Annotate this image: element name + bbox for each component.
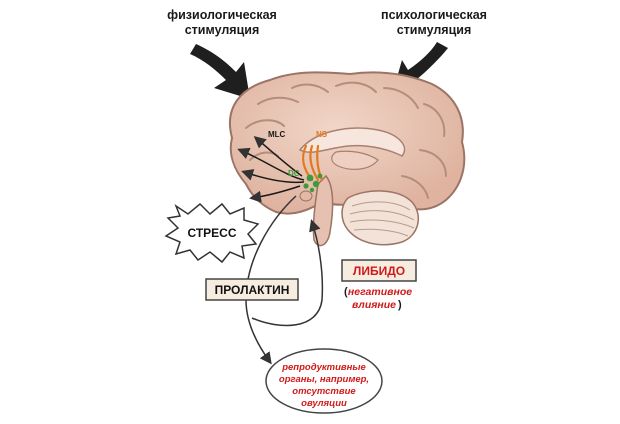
target-line4: овуляции: [301, 398, 347, 409]
target-line3: отсутствие: [292, 386, 356, 397]
corpus-callosum: [298, 127, 406, 157]
phys-arrow: [190, 44, 250, 99]
dc-neurons: [303, 173, 323, 193]
negative-line2: влияние: [352, 299, 396, 311]
brain-illustration: MLC NS DC: [229, 71, 466, 247]
feedback-curve: [251, 219, 324, 327]
pituitary: [299, 190, 313, 202]
target-ellipse: репродуктивные органы, например, отсутст…: [265, 348, 383, 414]
phys-stim-line1: физиологическая: [167, 8, 277, 22]
cerebellum: [341, 190, 420, 246]
libido-box: ЛИБИДО: [341, 259, 417, 282]
phys-stim-line2: стимуляция: [185, 23, 260, 37]
target-line2: органы, например,: [279, 374, 369, 385]
stress-burst: СТРЕСС: [164, 202, 260, 264]
psych-stim-line1: психологическая: [381, 8, 487, 22]
prolactin-label: ПРОЛАКТИН: [215, 283, 290, 297]
paren-close: ): [398, 299, 402, 311]
mlc-label: MLC: [268, 130, 286, 139]
mlc-pathways: [237, 136, 305, 203]
negative-line1: негативное: [348, 286, 412, 298]
paren-open: (: [344, 286, 348, 298]
dc-label: DC: [288, 169, 300, 178]
libido-label: ЛИБИДО: [353, 264, 405, 278]
stress-label: СТРЕСС: [187, 226, 236, 240]
prolactin-box: ПРОЛАКТИН: [205, 278, 299, 301]
target-line1: репродуктивные: [281, 362, 366, 373]
psych-stim-line2: стимуляция: [397, 23, 472, 37]
ns-label: NS: [316, 130, 328, 139]
